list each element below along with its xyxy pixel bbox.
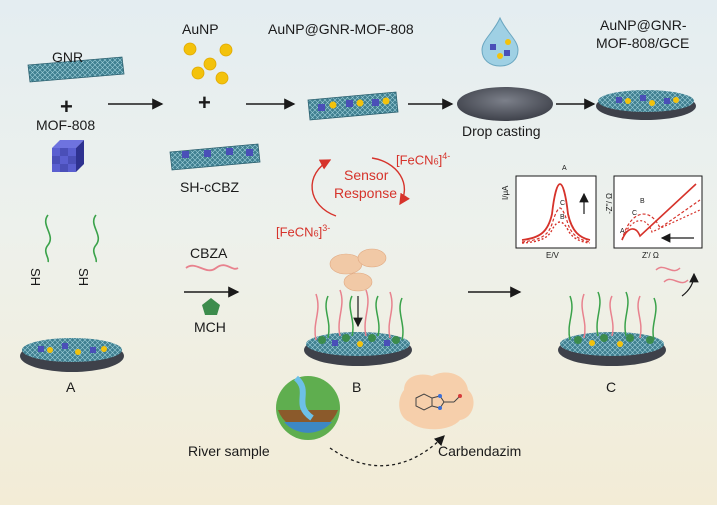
- carbendazim-label: Carbendazim: [438, 443, 522, 459]
- sh-label-1: SH: [28, 268, 43, 287]
- sh-label-2: SH: [76, 268, 91, 287]
- composite-label: AuNP@GNR-MOF-808: [268, 21, 414, 37]
- stage-c-label: C: [606, 379, 617, 395]
- released-strands: [655, 266, 689, 284]
- cbza-label: CBZA: [190, 245, 228, 261]
- dpv-plot: [515, 175, 597, 249]
- drop-casting-label: Drop casting: [462, 123, 541, 139]
- ferricyanide-label: [FeCN6]3-: [276, 223, 331, 240]
- sensor-label: Sensor: [344, 167, 389, 183]
- sensor-cycle: [311, 157, 410, 217]
- eis-curve-b: [621, 199, 701, 241]
- mch-pentagon: [202, 298, 220, 315]
- stage-b-label: B: [352, 379, 362, 395]
- electrode-a: [20, 338, 124, 372]
- electrode-label-line1: AuNP@GNR-: [600, 17, 687, 33]
- sh-ccbz-sheet: [169, 143, 261, 171]
- eis-label-c: C: [632, 210, 638, 217]
- dpv-curve-c: [521, 207, 591, 243]
- eis-xlabel: Z'/ Ω: [642, 251, 659, 260]
- dpv-label-c: C: [560, 200, 566, 207]
- mch-label: MCH: [194, 319, 226, 335]
- dashed-arrow: [329, 435, 445, 467]
- plus-sign-1: +: [60, 94, 73, 119]
- electrode-label-line2: MOF-808/GCE: [596, 35, 690, 51]
- plus-sign-2: +: [198, 90, 211, 115]
- dpv-top-label: A: [562, 165, 567, 172]
- modified-electrode: [596, 90, 696, 120]
- dpv-label-b: B: [560, 214, 565, 221]
- dpv-curve-b: [521, 221, 591, 244]
- dpv-xlabel: E/V: [546, 251, 559, 260]
- ferrocyanide-label: [FeCN6]4-: [396, 151, 451, 168]
- eis-label-b: B: [640, 198, 645, 205]
- composite-sheet: [307, 91, 399, 121]
- eis-curve-c: [621, 209, 701, 241]
- electrode-b: [304, 289, 412, 366]
- droplet-icon: [481, 16, 519, 67]
- carbendazim-molecule: [399, 372, 474, 430]
- aunp-label: AuNP: [182, 21, 219, 37]
- thiol-aptamers: [44, 214, 100, 263]
- eis-ylabel: -Z''/ Ω: [605, 192, 614, 214]
- gnr-sheet: [27, 56, 125, 83]
- dpv-curve-a: [521, 183, 591, 241]
- gnr-label: GNR: [52, 49, 84, 65]
- arrow-release: [681, 272, 699, 297]
- eis-plot: [613, 175, 703, 249]
- cbza-strand: [185, 264, 239, 272]
- sh-ccbz-label: SH-cCBZ: [180, 179, 240, 195]
- electrode-c: [558, 291, 666, 366]
- eis-label-a: A: [620, 228, 625, 235]
- mof808-cube: [52, 140, 84, 172]
- carbendazim-clouds: [329, 248, 387, 292]
- aunp-particles: [183, 42, 233, 85]
- response-label: Response: [334, 185, 398, 201]
- river-sample-label: River sample: [188, 443, 270, 459]
- bare-electrode: [457, 87, 553, 121]
- stage-a-label: A: [66, 379, 76, 395]
- mof808-label: MOF-808: [36, 117, 96, 133]
- dpv-ylabel: I/μA: [501, 185, 510, 200]
- river-sample-globe: [276, 375, 340, 440]
